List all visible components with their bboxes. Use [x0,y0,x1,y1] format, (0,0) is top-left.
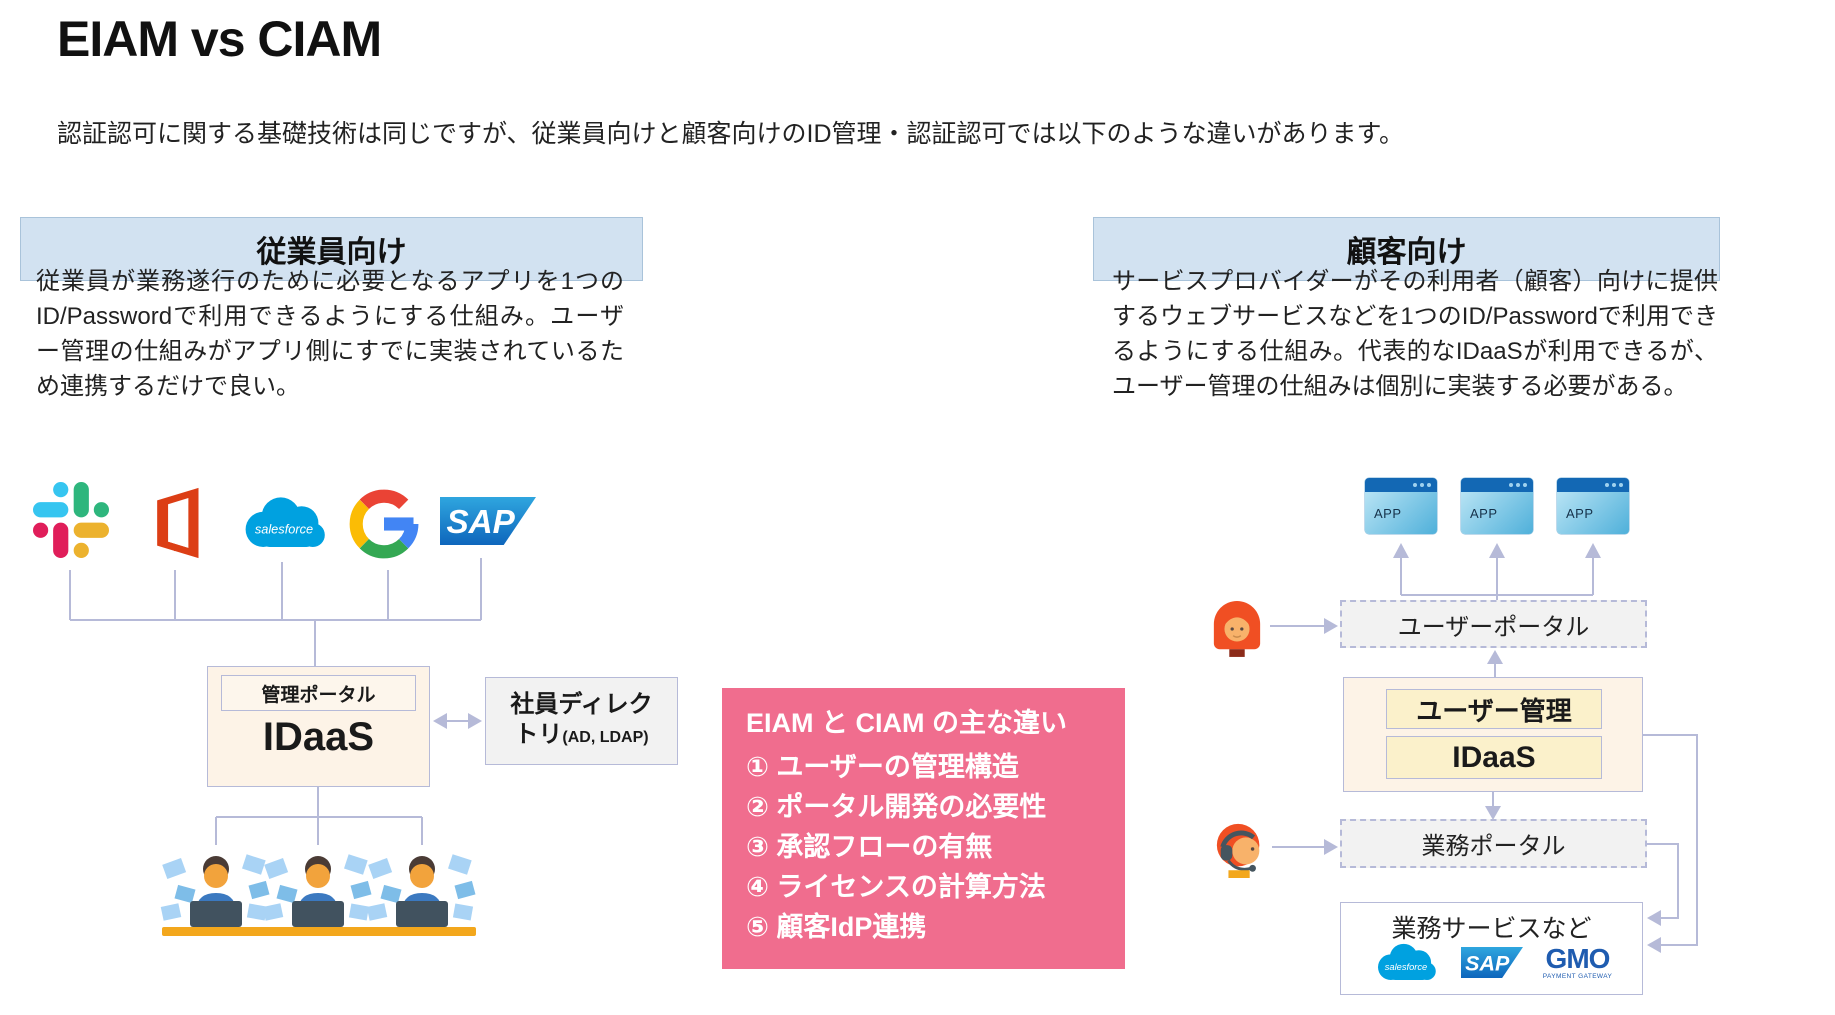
employee-user-icon [156,845,276,937]
employee-user-icon [258,845,378,937]
window-dot-icon [1509,483,1513,487]
difference-item-1: ① ユーザーの管理構造 [746,752,1019,782]
user-management-box: ユーザー管理 [1386,689,1602,729]
sap-logo-text: SAP [446,504,515,541]
business-services-box: 業務サービスなど salesforce SAP [1340,902,1643,995]
window-dot-icon [1619,483,1623,487]
sap-logo-icon: SAP [440,496,536,546]
customer-user-icon [1210,599,1264,657]
app-label: APP [1374,505,1402,521]
salesforce-logo-text: salesforce [255,521,313,536]
difference-item-4: ④ ライセンスの計算方法 [746,872,1046,902]
gmo-logo-icon: GMO PAYMENT GATEWAY [1542,942,1613,981]
page-subtitle: 認証認可に関する基礎技術は同じですが、従業員向けと顧客向けのID管理・認証認可で… [57,120,1405,148]
employee-user-icon [362,845,482,937]
difference-item-2: ② ポータル開発の必要性 [746,792,1047,822]
app-window: APP [1461,478,1533,534]
sap-logo-icon: SAP [1460,947,1523,978]
eiam-description: 従業員が業務遂行のために必要となるアプリを1つのID/Passwordで利用でき… [36,268,624,400]
microsoft-office-logo-icon [140,480,218,566]
differences-box: EIAM と CIAM の主な違い ① ユーザーの管理構造 ② ポータル開発の必… [722,688,1125,969]
app-window-titlebar [1365,478,1437,492]
ciam-section-header: 顧客向け [1093,217,1720,281]
ciam-idaas-label-box: IDaaS [1386,736,1602,779]
window-dot-icon [1420,483,1424,487]
salesforce-logo-text: salesforce [1385,962,1428,972]
gmo-logo-text: GMO [1545,942,1611,974]
salesforce-logo-icon: salesforce [1371,938,1441,987]
ciam-idaas-box: ユーザー管理 IDaaS [1343,677,1643,792]
app-window: APP [1557,478,1629,534]
differences-title: EIAM と CIAM の主な違い [746,708,1067,738]
directory-label-line2: トリ [514,720,563,748]
business-portal-box: 業務ポータル [1340,819,1647,868]
eiam-idaas-label: IDaaS [262,715,375,759]
eiam-idaas-box: 管理ポータル IDaaS [207,666,430,787]
directory-label-line1: 社員ディレク [510,690,653,718]
app-window: APP [1365,478,1437,534]
directory-label-suffix: (AD, LDAP) [562,728,649,746]
employee-directory-box: 社員ディレク トリ(AD, LDAP) [485,677,678,765]
operator-headset-icon [1213,820,1269,878]
slack-logo-icon [33,482,109,558]
window-dot-icon [1612,483,1616,487]
user-portal-box: ユーザーポータル [1340,600,1647,648]
app-label: APP [1470,505,1498,521]
sap-logo-text: SAP [1465,951,1510,975]
window-dot-icon [1413,483,1417,487]
app-window-titlebar [1461,478,1533,492]
salesforce-logo-icon: salesforce [236,489,332,557]
window-dot-icon [1605,483,1609,487]
difference-item-5: ⑤ 顧客IdP連携 [746,912,927,942]
eiam-section-header: 従業員向け [20,217,643,281]
page-title: EIAM vs CIAM [57,11,382,67]
window-dot-icon [1427,483,1431,487]
business-services-title: 業務サービスなど [1391,915,1592,943]
difference-item-3: ③ 承認フローの有無 [746,832,993,862]
gmo-logo-subtext: PAYMENT GATEWAY [1542,972,1613,980]
google-logo-icon [343,481,425,567]
window-dot-icon [1516,483,1520,487]
ciam-description: サービスプロバイダーがその利用者（顧客）向けに提供するウェブサービスなどを1つの… [1112,268,1718,400]
window-dot-icon [1523,483,1527,487]
app-label: APP [1566,505,1594,521]
management-portal-box: 管理ポータル [221,675,416,711]
app-window-titlebar [1557,478,1629,492]
